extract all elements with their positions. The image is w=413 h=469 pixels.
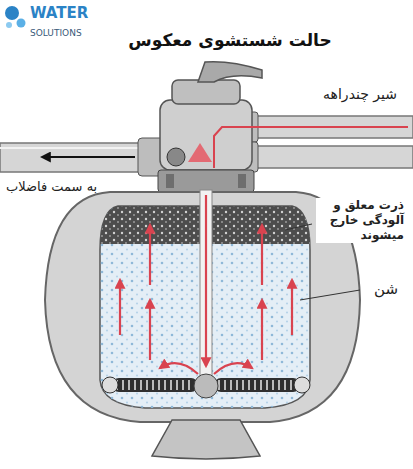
flow-arrows [205,195,207,366]
multiport-valve [238,174,246,188]
valve-flow [188,143,212,162]
flow-arrows [160,363,198,374]
right-pipes [244,112,413,172]
flow-arrows [291,280,293,335]
flow-arrows [214,363,252,374]
diagram-title: حالت شستشوی معکوس [128,30,331,51]
multiport-valve [172,80,240,104]
logo-icon [17,19,26,28]
tank-base [152,420,260,459]
valve-label: شیر چندراهه [323,86,397,104]
sand-label: شن [372,280,400,299]
logo-subword: SOLUTIONS [30,28,82,39]
laterals [194,374,218,398]
logo-subword-holder: SOLUTIONS [30,21,120,40]
diagram-title-holder: حالت شستشوی معکوس [110,30,350,51]
flow-arrows [120,195,292,374]
logo-icon [6,22,12,28]
drain-label-holder: به سمت فاضلاب [6,176,136,195]
logo-word-holder: WATER [30,3,120,23]
flow-arrows [261,300,263,360]
flow-arrows [149,300,151,360]
laterals [112,378,198,392]
tank-base [152,420,260,459]
sand-label-holder: شن [364,279,400,299]
valve-flow [214,127,408,168]
left-pipe [0,143,142,172]
laterals [218,380,296,390]
tank [200,190,212,380]
valve-label-holder: شیر چندراهه [262,84,397,104]
leader-lines [300,290,360,300]
leader-lines [285,224,312,230]
right-pipes [250,146,413,168]
flow-arrows [119,280,121,335]
left-pipe [42,156,135,158]
multiport-valve [167,148,185,166]
particles-label-holder: ذرت معلق و آلودگی خارج میشوند [316,198,406,243]
multiport-valve [158,170,254,192]
drain-label: به سمت فاضلاب [6,179,97,195]
multiport-valve [166,174,174,188]
logo-word: WATER [30,4,88,23]
laterals [294,377,310,393]
tank [45,190,360,422]
particles-label: ذرت معلق و آلودگی خارج میشوند [316,198,406,243]
laterals [116,380,194,390]
left-pipe [0,147,140,149]
logo-icon [5,6,19,20]
flow-arrows [149,225,151,285]
laterals [214,378,300,392]
left-pipe [0,143,142,172]
laterals [102,377,118,393]
logo-icon [5,6,26,28]
multiport-valve [160,100,252,170]
multiport-valve [198,62,262,82]
laterals [102,374,310,398]
flow-arrows [261,225,263,285]
valve-flow [188,127,408,168]
